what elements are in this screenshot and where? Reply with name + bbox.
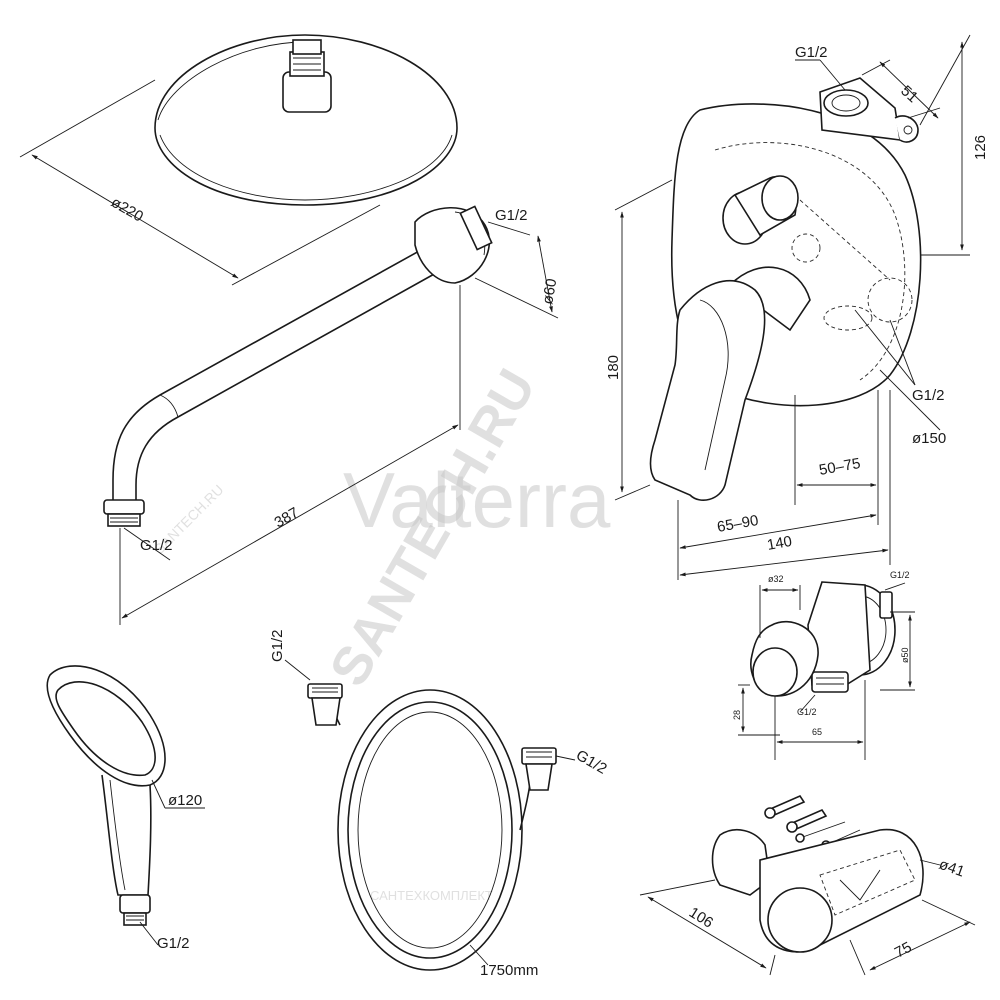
mixer <box>614 34 971 580</box>
holder-length-75-label: 75 <box>892 939 915 962</box>
wall-outlet <box>738 581 915 760</box>
mixer-height-126-label: 126 <box>972 135 989 160</box>
shower-arm <box>103 205 559 625</box>
mixer-depth-65-90-label: 65–90 <box>716 512 760 536</box>
mixer-thread-outlet-label: G1/2 <box>912 387 945 404</box>
screw-3 <box>795 821 846 843</box>
watermark-small-brand: САНТЕХКОМПЛЕКТ <box>370 888 493 903</box>
outlet-dia-50-label: ø50 <box>900 647 910 663</box>
mixer-width-140-label: 140 <box>766 533 794 554</box>
hand-shower <box>46 665 205 946</box>
holder-diameter-label: ø41 <box>937 856 967 881</box>
mixer-depth-50-75-label: 50–75 <box>818 455 862 479</box>
arm-thread-top-label: G1/2 <box>495 207 528 224</box>
screw-2 <box>786 808 828 833</box>
arm-length-label: 387 <box>272 504 302 531</box>
hand-shower-thread-label: G1/2 <box>157 935 190 952</box>
outlet-dia-32-label: ø32 <box>768 574 784 584</box>
overhead-shower <box>19 34 458 286</box>
overhead-diameter-label: ø220 <box>108 194 146 226</box>
outlet-length-65-label: 65 <box>812 727 822 737</box>
watermark-group: Valterra SANTECH.RU SANTECH.RU САНТЕХКОМ… <box>151 359 611 903</box>
arm-flange-diameter-label: ø60 <box>539 277 560 305</box>
holder-length-106-label: 106 <box>686 904 716 932</box>
outlet-thread-top-label: G1/2 <box>890 570 910 580</box>
mixer-plate-diameter-label: ø150 <box>912 430 946 447</box>
hose-length-label: 1750mm <box>480 962 538 979</box>
outlet-thread-bottom-label: G1/2 <box>797 707 817 717</box>
wall-holder <box>639 828 976 976</box>
outlet-height-28-label: 28 <box>732 710 742 720</box>
hand-shower-diameter-label: ø120 <box>168 792 202 809</box>
hose-thread-right-label: G1/2 <box>573 747 610 778</box>
hose-thread-left-label: G1/2 <box>269 629 286 662</box>
screw-1 <box>764 794 806 819</box>
mixer-depth-51-label: 51 <box>897 82 921 106</box>
mixer-thread-top-label: G1/2 <box>795 44 828 61</box>
hose <box>284 659 576 971</box>
mixer-height-180-label: 180 <box>605 355 622 380</box>
arm-thread-bottom-label: G1/2 <box>140 537 173 554</box>
